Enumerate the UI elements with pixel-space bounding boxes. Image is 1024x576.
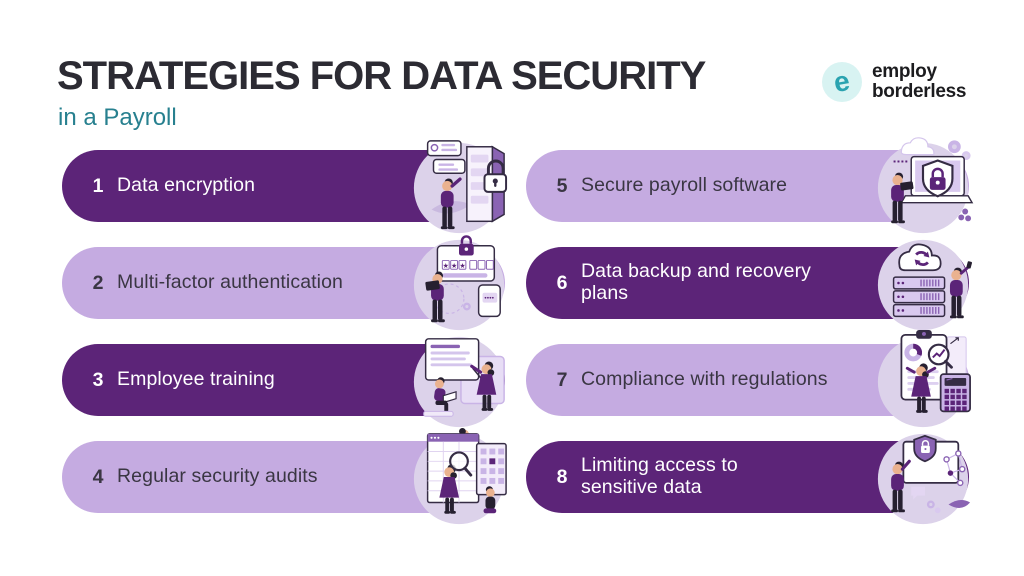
svg-text:★: ★ (443, 262, 449, 270)
strategy-label: Data encryption (117, 174, 256, 197)
strategy-number: 7 (556, 368, 568, 391)
employee-training-illustration (404, 329, 514, 431)
page-title: STRATEGIES FOR DATA SECURITY (57, 54, 706, 98)
secure-payroll-software-illustration (868, 135, 978, 237)
brand-name-line2: borderless (872, 81, 967, 102)
strategy-label: Compliance with regulations (581, 368, 828, 391)
strategy-pill-1: 1 Data encryption (62, 140, 508, 234)
strategy-number: 3 (92, 368, 104, 391)
strategy-number: 8 (556, 465, 568, 488)
brand-logo: e employ borderless (822, 62, 966, 102)
strategy-label: Data backup and recovery plans (581, 260, 812, 304)
strategy-label: Multi-factor authentication (117, 271, 343, 294)
limiting-access-illustration (868, 426, 978, 528)
brand-logo-icon: e (822, 62, 862, 102)
page-subtitle: in a Payroll (58, 104, 177, 131)
brand-logo-letter: e (831, 64, 853, 99)
strategy-pill-4: 4 Regular security audits (62, 427, 507, 525)
strategy-pill-7: 7 Compliance with regulations (526, 329, 971, 428)
strategy-label: Limiting access to sensitive data (581, 454, 738, 498)
strategy-number: 4 (92, 465, 104, 488)
strategy-number: 6 (556, 271, 568, 294)
multi-factor-authentication-illustration: ★ ★ ★ (404, 232, 514, 334)
strategy-pill-6: 6 Data backup and recovery plans (526, 239, 973, 331)
strategy-label: Secure payroll software (581, 174, 788, 197)
brand-name-line1: employ (872, 61, 937, 82)
svg-text:★: ★ (451, 262, 457, 270)
strategy-label: Regular security audits (117, 465, 318, 488)
strategy-pill-8: 8 Limiting access to sensitive data (526, 433, 971, 525)
brand-name: employ borderless (872, 62, 966, 102)
strategy-grid: 1 Data encryption (62, 137, 974, 525)
security-audits-illustration (404, 426, 514, 528)
compliance-regulations-illustration (868, 329, 978, 431)
strategy-pill-5: 5 Secure payroll software (526, 137, 974, 234)
data-encryption-illustration (404, 135, 514, 237)
strategy-number: 1 (92, 174, 104, 197)
strategy-number: 5 (556, 174, 568, 197)
strategy-label: Employee training (117, 368, 275, 391)
data-backup-recovery-illustration (868, 232, 978, 334)
strategy-number: 2 (92, 271, 104, 294)
strategy-pill-3: 3 Employee training (62, 336, 505, 428)
strategy-pill-2: 2 Multi-factor authentication ★ ★ ★ (62, 235, 505, 331)
svg-text:★: ★ (459, 262, 465, 270)
